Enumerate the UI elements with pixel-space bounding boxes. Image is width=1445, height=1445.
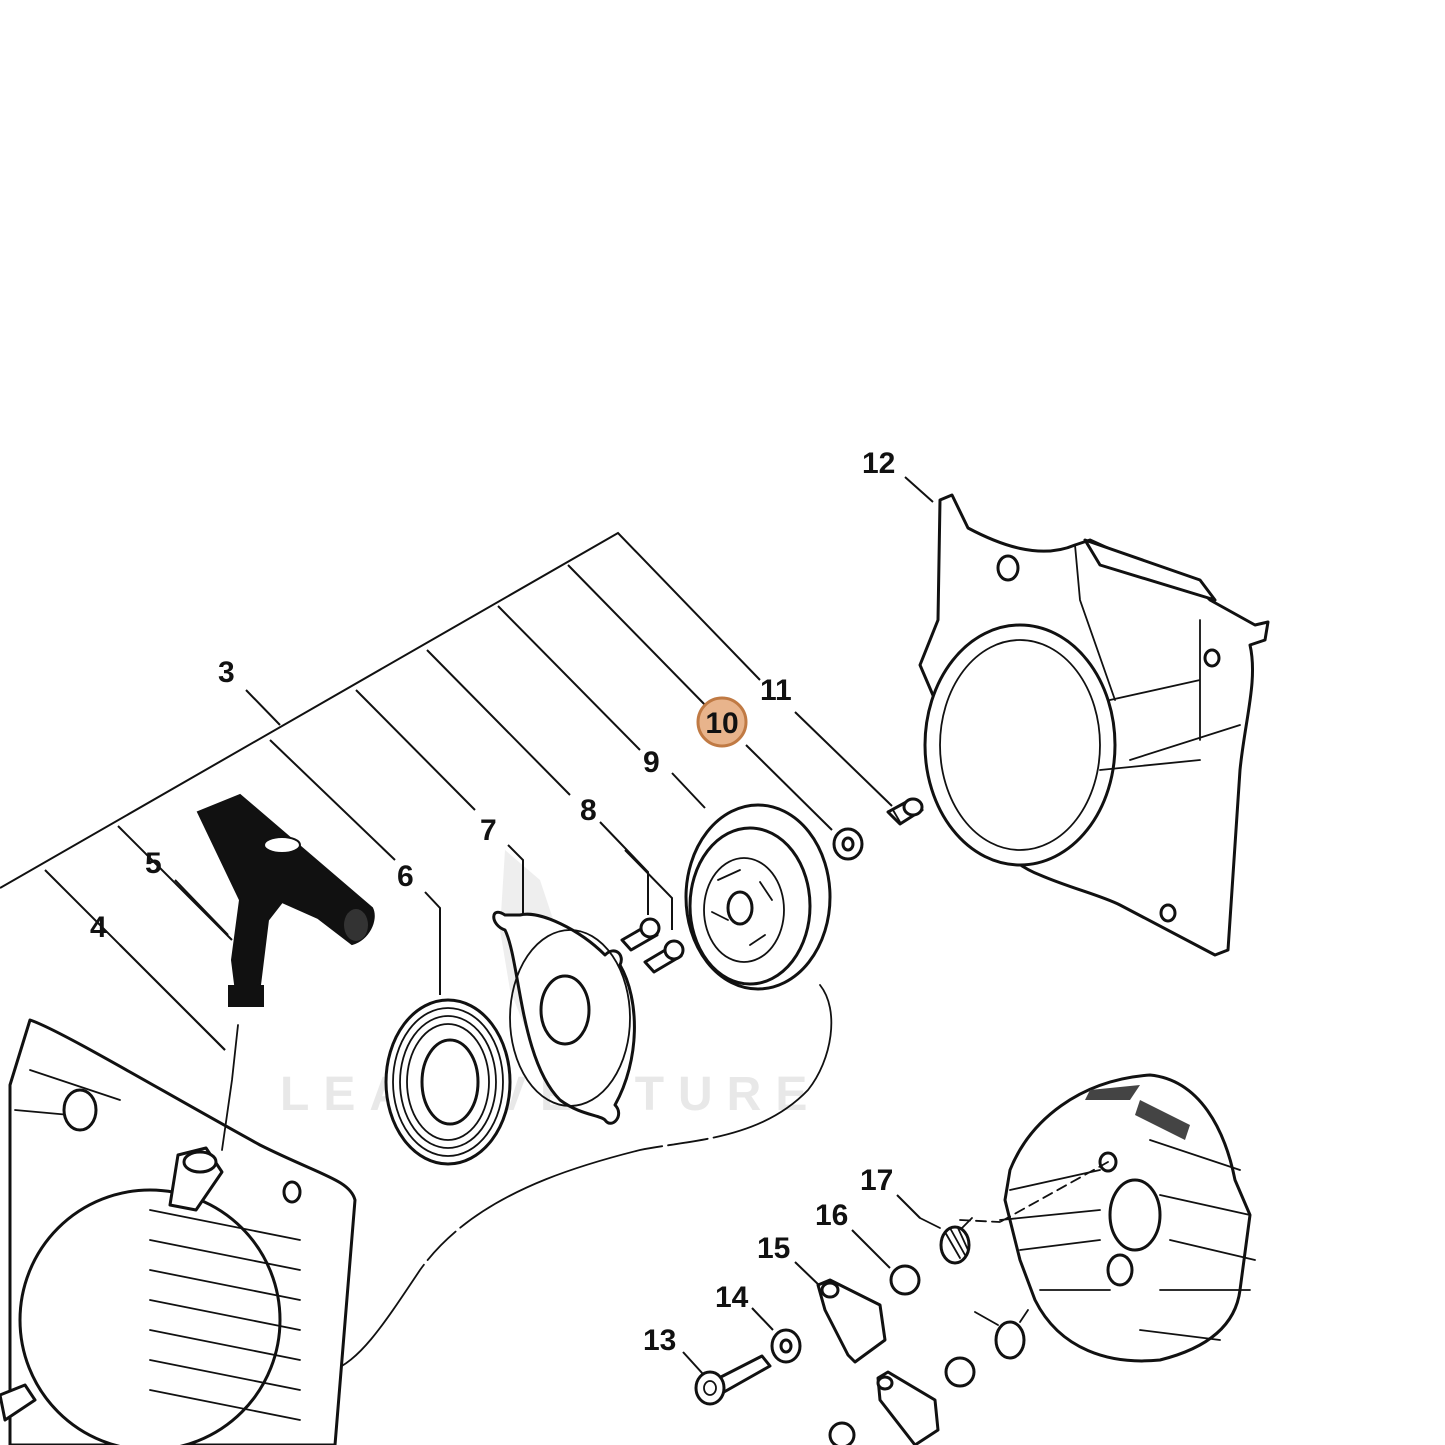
part-10-washer: [832, 827, 864, 861]
callout-4: 4: [90, 911, 107, 944]
part-11-screw: [886, 797, 924, 826]
flywheel: [959, 1073, 1256, 1363]
callout-15: 15: [757, 1232, 790, 1265]
callout-10-highlight: [696, 696, 748, 748]
part-13-screw: [694, 1354, 772, 1406]
part-9-rope-rotor: [684, 803, 832, 991]
part-5-starter-grip: [196, 793, 375, 1007]
callout-12: 12: [862, 447, 895, 480]
callout-10: 10: [705, 707, 738, 740]
part-12-fan-shroud: [918, 493, 1270, 957]
part-17-spring-lower: [974, 1309, 1029, 1360]
callout-3: 3: [218, 656, 235, 689]
callout-9: 9: [643, 746, 660, 779]
callout-14: 14: [715, 1281, 749, 1314]
callout-labels: 3 4 5 6 7 8 9 10 11 12 13 14 15 16 17: [90, 447, 895, 1357]
starter-rope: [329, 984, 833, 1373]
callout-5: 5: [145, 847, 162, 880]
callout-7: 7: [480, 814, 497, 847]
callout-13: 13: [643, 1324, 676, 1357]
leader-lines: [119, 476, 934, 1375]
part-7-spring-cover: [492, 910, 636, 1125]
part-17-spring: [919, 1217, 973, 1265]
callout-6: 6: [397, 860, 414, 893]
part-15-pawl: [816, 1278, 887, 1364]
part-8-screws: [620, 917, 685, 974]
callout-8: 8: [580, 794, 597, 827]
part-14-washer: [770, 1328, 802, 1364]
callout-16: 16: [815, 1199, 848, 1232]
part-14-washer-lower: [828, 1421, 856, 1445]
part-16-sleeve-lower: [944, 1356, 976, 1388]
part-6-rewind-spring: [384, 998, 512, 1166]
callout-11: 11: [760, 674, 792, 707]
assembly-bracket: [0, 531, 761, 1051]
watermark: LEAD VENTURE: [280, 850, 807, 1121]
part-15-pawl-lower: [876, 1370, 940, 1445]
part-4-fan-housing: [0, 1018, 357, 1445]
callout-17: 17: [860, 1164, 893, 1197]
part-16-sleeve: [889, 1264, 921, 1296]
